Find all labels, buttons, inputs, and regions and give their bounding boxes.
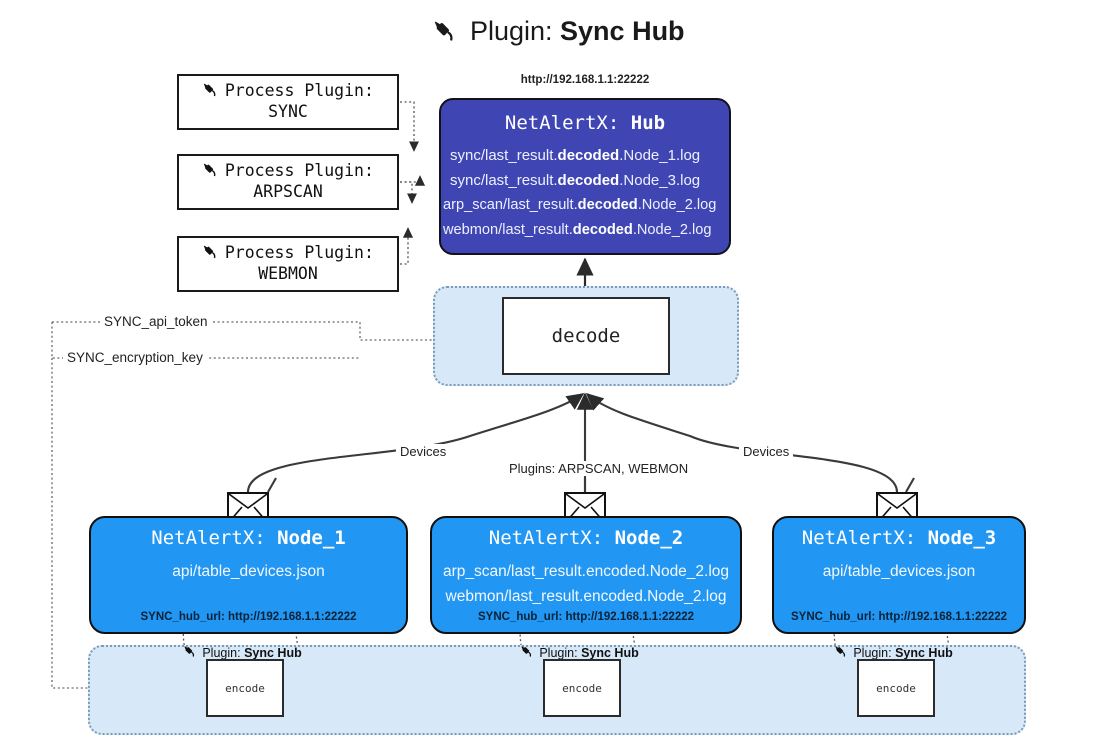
node-line: webmon/last_result.encoded.Node_2.log (445, 588, 727, 605)
process-plugin-value: ARPSCAN (253, 182, 323, 201)
hub-title-name: Hub (630, 112, 666, 134)
edge-label-plugins: Plugins: ARPSCAN, WEBMON (505, 461, 693, 476)
page-title-name: Sync Hub (560, 16, 685, 46)
plug-icon (520, 646, 537, 660)
node-box-node-1[interactable]: NetAlertX: Node_1 api/table_devices.json… (89, 516, 408, 634)
hub-log-row: sync/last_result.decoded.Node_3.log (450, 172, 701, 189)
hub-url-label: http://192.168.1.1:22222 (520, 74, 650, 86)
node-box-node-3[interactable]: NetAlertX: Node_3 api/table_devices.json… (772, 516, 1026, 634)
decode-box[interactable]: decode (502, 297, 670, 375)
hub-log-row: sync/last_result.decoded.Node_1.log (450, 147, 701, 164)
process-plugin-label: Process Plugin: (224, 81, 374, 101)
encode-box-node-2[interactable]: encode (543, 659, 621, 717)
page-title: Plugin: Sync Hub (0, 16, 1117, 47)
hub-title: NetAlertX: Hub (441, 112, 729, 134)
node-line-list: api/table_devices.json (774, 559, 1024, 584)
process-plugin-box-sync[interactable]: Process Plugin: SYNC (177, 74, 399, 130)
node-line-list: arp_scan/last_result.encoded.Node_2.log … (432, 559, 740, 609)
plug-icon (202, 82, 224, 100)
process-plugin-label: Process Plugin: (224, 243, 374, 263)
hub-log-row: webmon/last_result.decoded.Node_2.log (443, 222, 712, 238)
node-title: NetAlertX: Node_2 (488, 527, 684, 549)
process-plugin-value: SYNC (268, 102, 308, 121)
plug-icon (432, 18, 458, 47)
node-hub-url: SYNC_hub_url: http://192.168.1.1:22222 (140, 611, 357, 623)
node-line: arp_scan/last_result.encoded.Node_2.log (442, 563, 730, 580)
node-line: api/table_devices.json (172, 563, 325, 580)
page-title-prefix: Plugin: (469, 16, 553, 46)
plug-icon (202, 162, 224, 180)
edge-label-devices-left: Devices (396, 444, 451, 459)
plug-icon (183, 646, 200, 660)
node-hub-url: SYNC_hub_url: http://192.168.1.1:22222 (790, 611, 1008, 623)
plug-icon (834, 646, 851, 660)
encoder-label-node-1: Plugin: Sync Hub (183, 645, 302, 660)
hub-node[interactable]: NetAlertX: Hub sync/last_result.decoded.… (439, 98, 731, 255)
node-hub-url: SYNC_hub_url: http://192.168.1.1:22222 (477, 611, 695, 623)
hub-log-row: arp_scan/last_result.decoded.Node_2.log (443, 197, 717, 213)
node-line: api/table_devices.json (822, 563, 976, 580)
encoder-label-node-3: Plugin: Sync Hub (834, 645, 953, 660)
process-plugin-value: WEBMON (258, 264, 318, 283)
encoder-label-node-2: Plugin: Sync Hub (520, 645, 639, 660)
encode-box-node-3[interactable]: encode (857, 659, 935, 717)
node-title: NetAlertX: Node_1 (151, 527, 346, 549)
process-plugin-label: Process Plugin: (224, 161, 374, 181)
node-line-list: api/table_devices.json (91, 559, 406, 584)
node-box-node-2[interactable]: NetAlertX: Node_2 arp_scan/last_result.e… (430, 516, 742, 634)
process-plugin-box-arpscan[interactable]: Process Plugin: ARPSCAN (177, 154, 399, 210)
hub-title-prefix: NetAlertX: (504, 112, 620, 134)
sync-encryption-key-label: SYNC_encryption_key (63, 350, 207, 365)
encode-box-node-1[interactable]: encode (206, 659, 284, 717)
process-plugin-box-webmon[interactable]: Process Plugin: WEBMON (177, 236, 399, 292)
sync-api-token-label: SYNC_api_token (100, 314, 212, 329)
hub-log-list: sync/last_result.decoded.Node_1.log sync… (441, 143, 729, 243)
edge-label-devices-right: Devices (739, 444, 794, 459)
node-title: NetAlertX: Node_3 (801, 527, 997, 549)
plug-icon (202, 244, 224, 262)
